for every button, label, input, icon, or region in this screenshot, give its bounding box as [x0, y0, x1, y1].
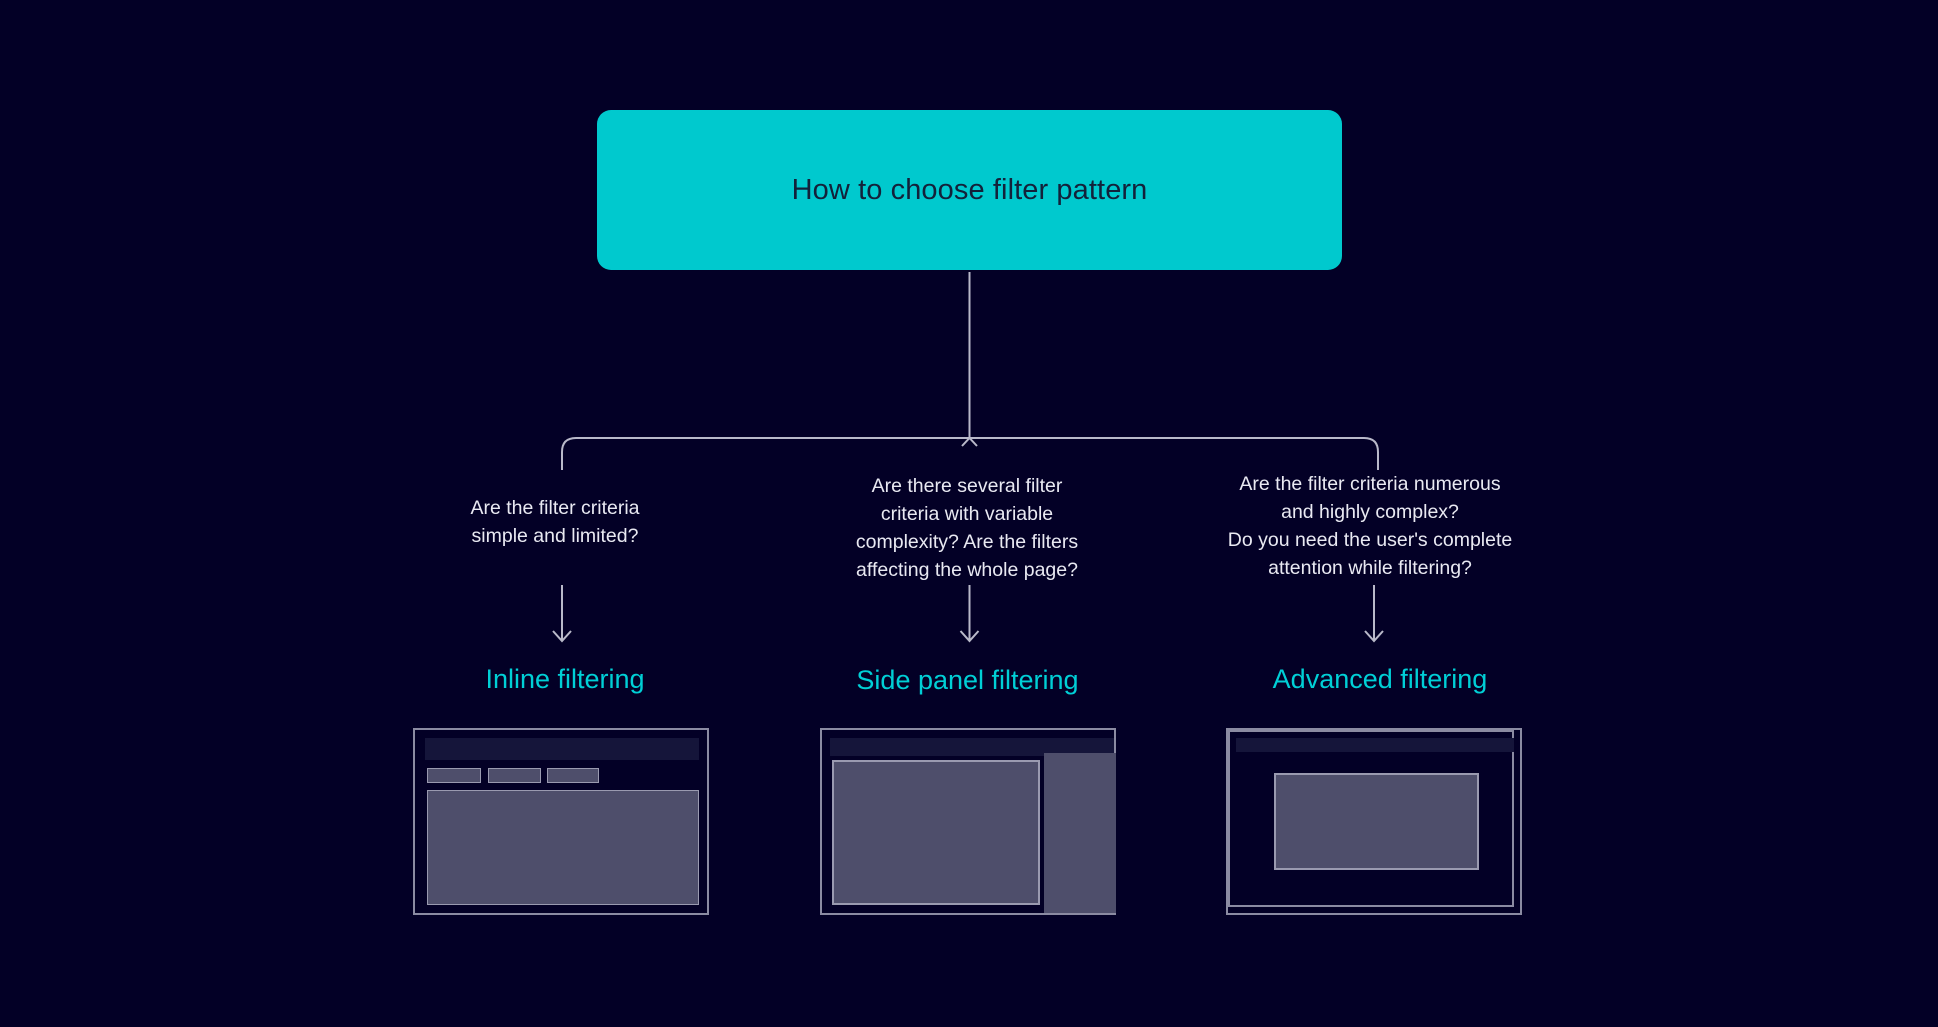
- outcome-label-inline[interactable]: Inline filtering: [485, 664, 645, 694]
- connector-arrow-left-head: [552, 630, 572, 643]
- question-inline: Are the filter criteria simple and limit…: [470, 497, 640, 547]
- mockup-content-area: [832, 760, 1040, 905]
- mockup-content-area: [427, 790, 699, 905]
- outcome-label-advanced[interactable]: Advanced filtering: [1272, 664, 1488, 694]
- connector-arrow-mid-head: [959, 630, 980, 643]
- mockup-header-bar: [425, 738, 699, 760]
- question-advanced: Are the filter criteria numerous and hig…: [1227, 473, 1513, 579]
- connector-branch-bar: [561, 437, 1379, 470]
- inline-filtering-mockup: [413, 728, 709, 915]
- root-node[interactable]: How to choose filter pattern: [597, 110, 1342, 270]
- connector-arrow-right-head: [1364, 630, 1384, 643]
- filter-chip: [547, 768, 599, 783]
- side-panel-filtering-mockup: [820, 728, 1116, 915]
- filter-chip: [427, 768, 481, 783]
- outcome-label-side-panel[interactable]: Side panel filtering: [856, 665, 1079, 695]
- connector-stem-joint: [961, 436, 978, 447]
- filter-chip: [488, 768, 541, 783]
- question-side-panel: Are there several filter criteria with v…: [855, 475, 1079, 581]
- mockup-side-panel: [1044, 753, 1116, 913]
- mockup-header-bar: [1236, 738, 1514, 752]
- root-node-label: How to choose filter pattern: [791, 173, 1148, 206]
- advanced-filtering-mockup: [1226, 728, 1522, 915]
- mockup-page-frame: [1228, 730, 1514, 907]
- mockup-header-bar: [830, 738, 1114, 756]
- mockup-modal-dialog: [1274, 773, 1479, 870]
